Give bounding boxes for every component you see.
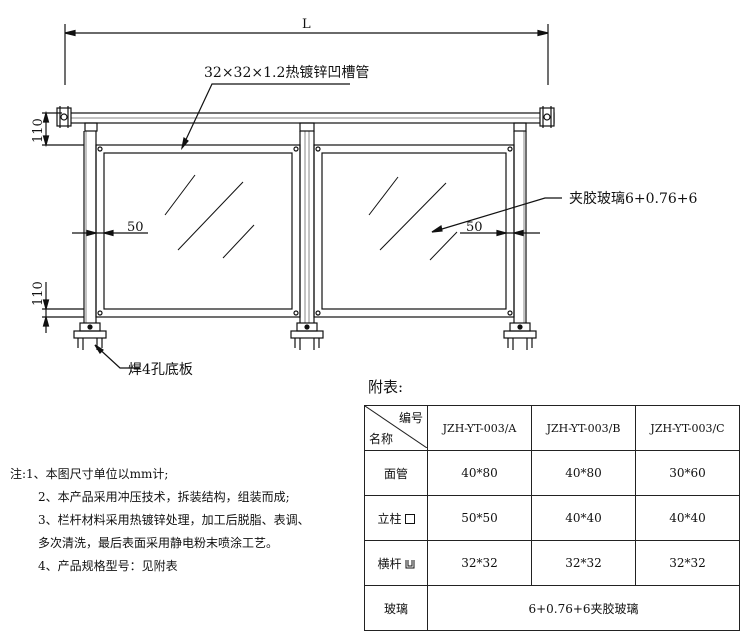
dim-110-top-label: 110 (31, 118, 46, 143)
model-header: JZH-YT-003/B (531, 405, 636, 451)
note-line: 3、栏杆材料采用热镀锌处理，加工后脱脂、表调、 (38, 513, 310, 527)
dim-110-bottom (42, 282, 84, 333)
notes-block: 注:1、本图尺寸单位以mm计; 2、本产品采用冲压技术，拆装结构，组装而成; 3… (10, 463, 358, 578)
dim-50-left (72, 229, 148, 237)
dim-110-bottom-label: 110 (31, 281, 46, 306)
table-cell: 32*32 (531, 540, 636, 586)
table-row: 立柱 50*50 40*40 40*40 (364, 495, 740, 541)
table-cell: 32*32 (635, 540, 740, 586)
glass-callout: 夹胶玻璃6+0.76+6 (569, 190, 698, 207)
table-cell: 32*32 (427, 540, 532, 586)
glass-spec-cell: 6+0.76+6夹胶玻璃 (427, 585, 740, 631)
corner-top-label: 编号 (398, 411, 423, 425)
base-plate-left (73, 322, 107, 350)
note-line: 注:1、本图尺寸单位以mm计; (10, 467, 169, 481)
note-line: 4、产品规格型号：见附表 (38, 559, 178, 573)
glass-hatch-left (164, 174, 255, 259)
square-tube-icon (404, 514, 415, 524)
dim-50-left-label: 50 (127, 220, 144, 235)
spec-table: 编号 名称 JZH-YT-003/A JZH-YT-003/B JZH-YT-0… (364, 405, 740, 631)
post-right (513, 131, 527, 323)
corner-bottom-label: 名称 (369, 432, 394, 446)
row-name-cell: 立柱 (364, 495, 428, 541)
table-row: 编号 名称 JZH-YT-003/A JZH-YT-003/B JZH-YT-0… (364, 405, 740, 451)
table-cell: 40*40 (531, 495, 636, 541)
dim-110-top (42, 110, 84, 148)
leader-glass (431, 197, 562, 233)
post-middle (299, 131, 315, 323)
table-row: 横杆 32*32 32*32 32*32 (364, 540, 740, 586)
dim-50-right (460, 229, 540, 237)
table-cell: 40*80 (427, 450, 532, 496)
dim-L-arrow-right (537, 29, 549, 37)
table-cell: 50*50 (427, 495, 532, 541)
post-left (83, 131, 97, 323)
base-plate-callout: 焊4孔底板 (128, 362, 193, 378)
table-cell: 40*80 (531, 450, 636, 496)
right-end-cap (539, 106, 555, 128)
row-name: 横杆 (377, 556, 402, 571)
row-name: 面管 (364, 450, 428, 496)
model-header: JZH-YT-003/A (427, 405, 532, 451)
dim-L-arrow-left (64, 29, 76, 37)
table-cell: 40*40 (635, 495, 740, 541)
post-connector-right (513, 122, 527, 132)
dim-L-label: L (302, 17, 311, 32)
note-line: 多次清洗，最后表面采用静电粉末喷涂工艺。 (38, 536, 279, 550)
base-plate-middle (290, 322, 324, 350)
channel-tube-icon (405, 560, 414, 569)
corner-cell: 编号 名称 (364, 405, 428, 451)
table-cell: 30*60 (635, 450, 740, 496)
table-row: 玻璃 6+0.76+6夹胶玻璃 (364, 585, 740, 631)
spec-table-title: 附表: (368, 378, 404, 396)
top-rail-callout: 32×32×1.2热镀锌凹槽管 (204, 64, 369, 81)
row-name: 立柱 (377, 511, 402, 526)
post-connector-middle (299, 122, 315, 132)
post-connector-left (84, 122, 98, 132)
row-name: 玻璃 (364, 585, 428, 631)
leader-top-rail (181, 83, 350, 149)
left-end-cap (56, 106, 72, 128)
base-plate-right (503, 322, 537, 350)
model-header: JZH-YT-003/C (635, 405, 740, 451)
row-name-cell: 横杆 (364, 540, 428, 586)
table-row: 面管 40*80 40*80 30*60 (364, 450, 740, 496)
glass-hatch-right (368, 176, 458, 261)
leader-base-plate (94, 344, 140, 369)
dim-50-right-label: 50 (466, 220, 483, 235)
left-panel-frame (95, 144, 301, 318)
note-line: 2、本产品采用冲压技术，拆装结构，组装而成; (38, 490, 290, 504)
right-panel-frame (313, 144, 515, 318)
